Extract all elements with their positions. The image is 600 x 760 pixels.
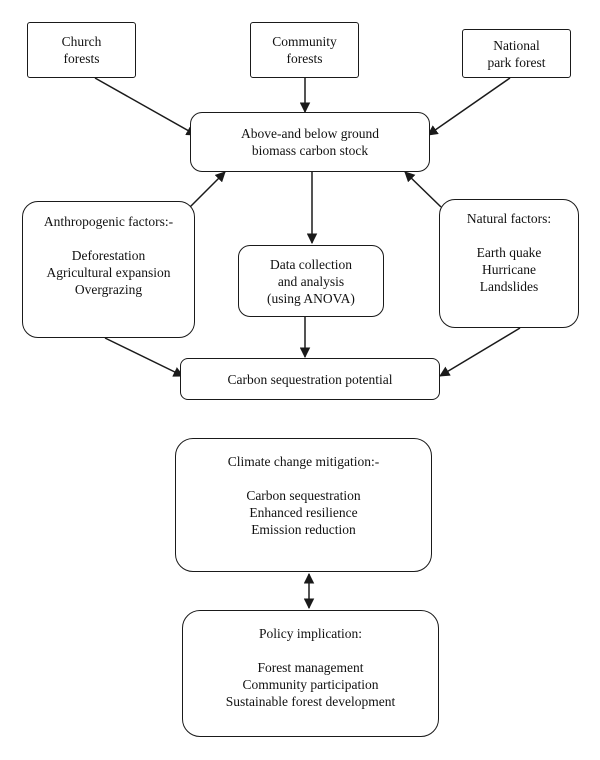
community-forests-line-2: forests xyxy=(286,51,323,66)
climate-item-emission-reduction: Emission reduction xyxy=(251,522,356,537)
biomass-line-1: Above-and below ground xyxy=(241,126,379,141)
policy-item-community-participation: Community participation xyxy=(242,677,379,692)
data-collection-line-3: (using ANOVA) xyxy=(267,290,355,306)
natural-factors-box: Natural factors: Earth quake Hurricane L… xyxy=(439,199,579,328)
national-park-forest-line-2: park forest xyxy=(487,54,546,70)
carbon-sequestration-potential-box: Carbon sequestration potential xyxy=(180,358,440,400)
anthropogenic-factors-box: Anthropogenic factors:- Deforestation Ag… xyxy=(22,201,195,338)
church-forests-box: Church forests xyxy=(27,22,136,78)
policy-implication-box: Policy implication: Forest management Co… xyxy=(182,610,439,737)
policy-implication-heading: Policy implication: xyxy=(258,626,363,641)
data-collection-line-1: Data collection xyxy=(269,256,353,272)
arrow-anthropogenic-to-carbon-potential xyxy=(104,337,184,377)
climate-mitigation-heading: Climate change mitigation:- xyxy=(227,454,380,469)
national-park-forest-box: National park forest xyxy=(462,29,571,78)
natural-item-hurricane: Hurricane xyxy=(482,262,536,277)
arrow-national-to-biomass xyxy=(427,77,511,136)
policy-item-forest-management: Forest management xyxy=(257,660,364,675)
national-park-forest-line-1: National xyxy=(493,37,540,53)
climate-item-carbon-sequestration: Carbon sequestration xyxy=(246,488,361,503)
natural-factors-heading: Natural factors: xyxy=(466,211,552,226)
biomass-line-2: biomass carbon stock xyxy=(251,143,369,158)
arrow-anthropogenic-to-biomass xyxy=(189,171,226,208)
church-forests-line-2: forests xyxy=(63,51,100,66)
biomass-carbon-stock-box: Above-and below ground biomass carbon st… xyxy=(190,112,430,172)
arrow-natural-to-biomass xyxy=(404,171,442,208)
natural-item-landslides: Landslides xyxy=(479,279,539,294)
natural-item-earth-quake: Earth quake xyxy=(476,245,542,260)
policy-item-sustainable-forest-development: Sustainable forest development xyxy=(225,694,396,709)
arrow-natural-to-carbon-potential xyxy=(439,327,521,377)
anthropogenic-item-agricultural-expansion: Agricultural expansion xyxy=(46,265,171,280)
community-forests-box: Community forests xyxy=(250,22,359,78)
community-forests-line-1: Community xyxy=(272,34,337,49)
data-collection-line-2: and analysis xyxy=(277,273,345,289)
data-collection-box: Data collection and analysis (using ANOV… xyxy=(238,245,384,317)
climate-change-mitigation-box: Climate change mitigation:- Carbon seque… xyxy=(175,438,432,572)
arrow-church-to-biomass xyxy=(94,77,197,136)
climate-item-enhanced-resilience: Enhanced resilience xyxy=(249,505,358,520)
carbon-potential-label: Carbon sequestration potential xyxy=(227,371,393,387)
anthropogenic-factors-heading: Anthropogenic factors:- xyxy=(43,214,174,229)
anthropogenic-item-overgrazing: Overgrazing xyxy=(74,282,143,297)
anthropogenic-item-deforestation: Deforestation xyxy=(71,248,146,263)
church-forests-line-1: Church xyxy=(61,34,102,49)
